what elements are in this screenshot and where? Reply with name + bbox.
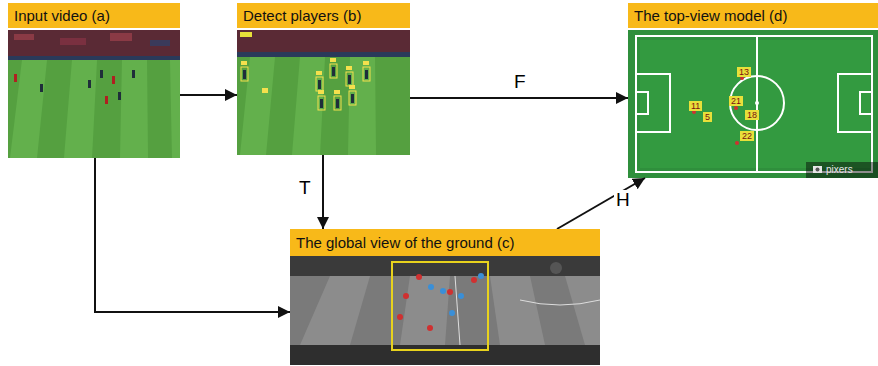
edge-label: T [297, 178, 313, 198]
image-panel: The top-view model (d) [628, 3, 878, 178]
player-number: 18 [745, 110, 759, 120]
arrow-connector [410, 97, 628, 99]
panel-header: Input video (a) [8, 3, 180, 28]
panel-title: The top-view model (d) [634, 7, 787, 24]
global-view-image [290, 256, 600, 365]
player-number: 13 [737, 67, 751, 77]
panel-title: The global view of the ground (c) [296, 234, 514, 251]
image-panel: The global view of the ground (c) [290, 229, 600, 365]
player-number: 22 [740, 131, 754, 141]
player-number: 21 [729, 96, 743, 106]
detection-frame [237, 30, 410, 155]
arrow-connector [322, 155, 324, 229]
edge-label: H [614, 190, 632, 210]
panel-header: The top-view model (d) [628, 3, 878, 28]
input-frame [8, 30, 180, 158]
arrow-connector [180, 94, 237, 96]
panel-title: Input video (a) [14, 7, 110, 24]
player-number: 11 [689, 101, 702, 111]
image-panel: Input video (a) [8, 3, 180, 158]
watermark: pixers [826, 164, 853, 176]
panel-title: Detect players (b) [243, 7, 361, 24]
panel-header: The global view of the ground (c) [290, 229, 600, 256]
panel-header: Detect players (b) [237, 3, 410, 28]
player-number: 5 [703, 112, 712, 122]
image-panel: Detect players (b) [237, 3, 410, 155]
arrow-connector [557, 178, 645, 229]
edge-label: F [512, 72, 528, 92]
top-view-pitch [628, 30, 878, 178]
arrow-connector [95, 158, 290, 312]
